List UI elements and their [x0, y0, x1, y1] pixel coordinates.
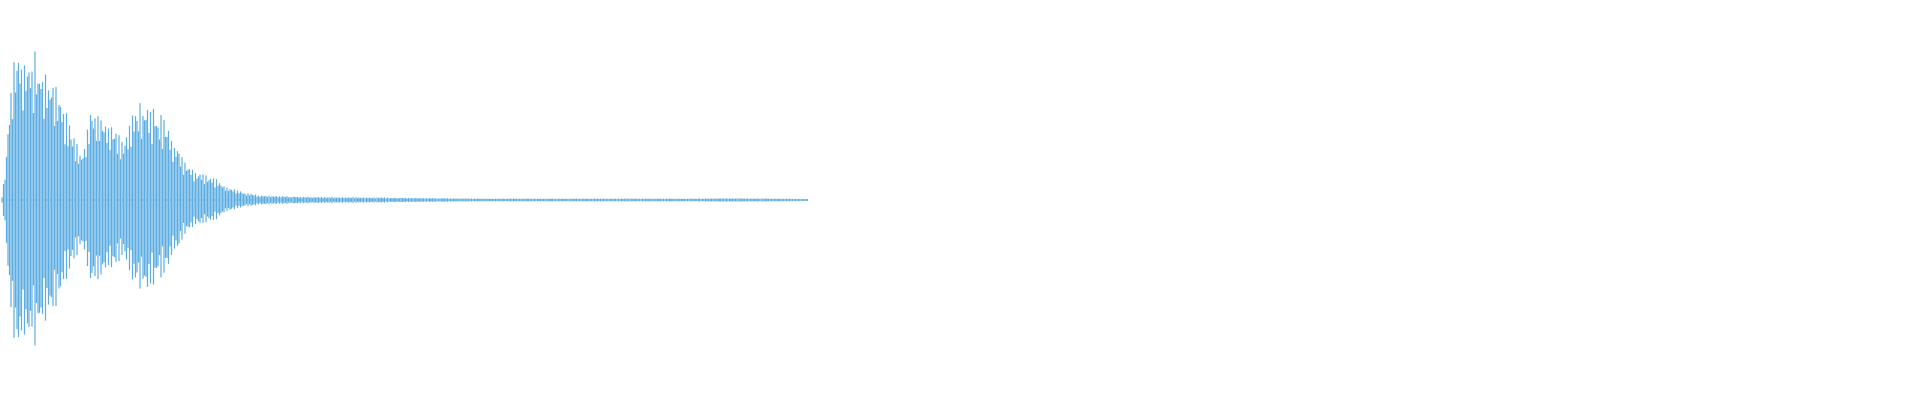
- waveform-samples: [1, 51, 809, 346]
